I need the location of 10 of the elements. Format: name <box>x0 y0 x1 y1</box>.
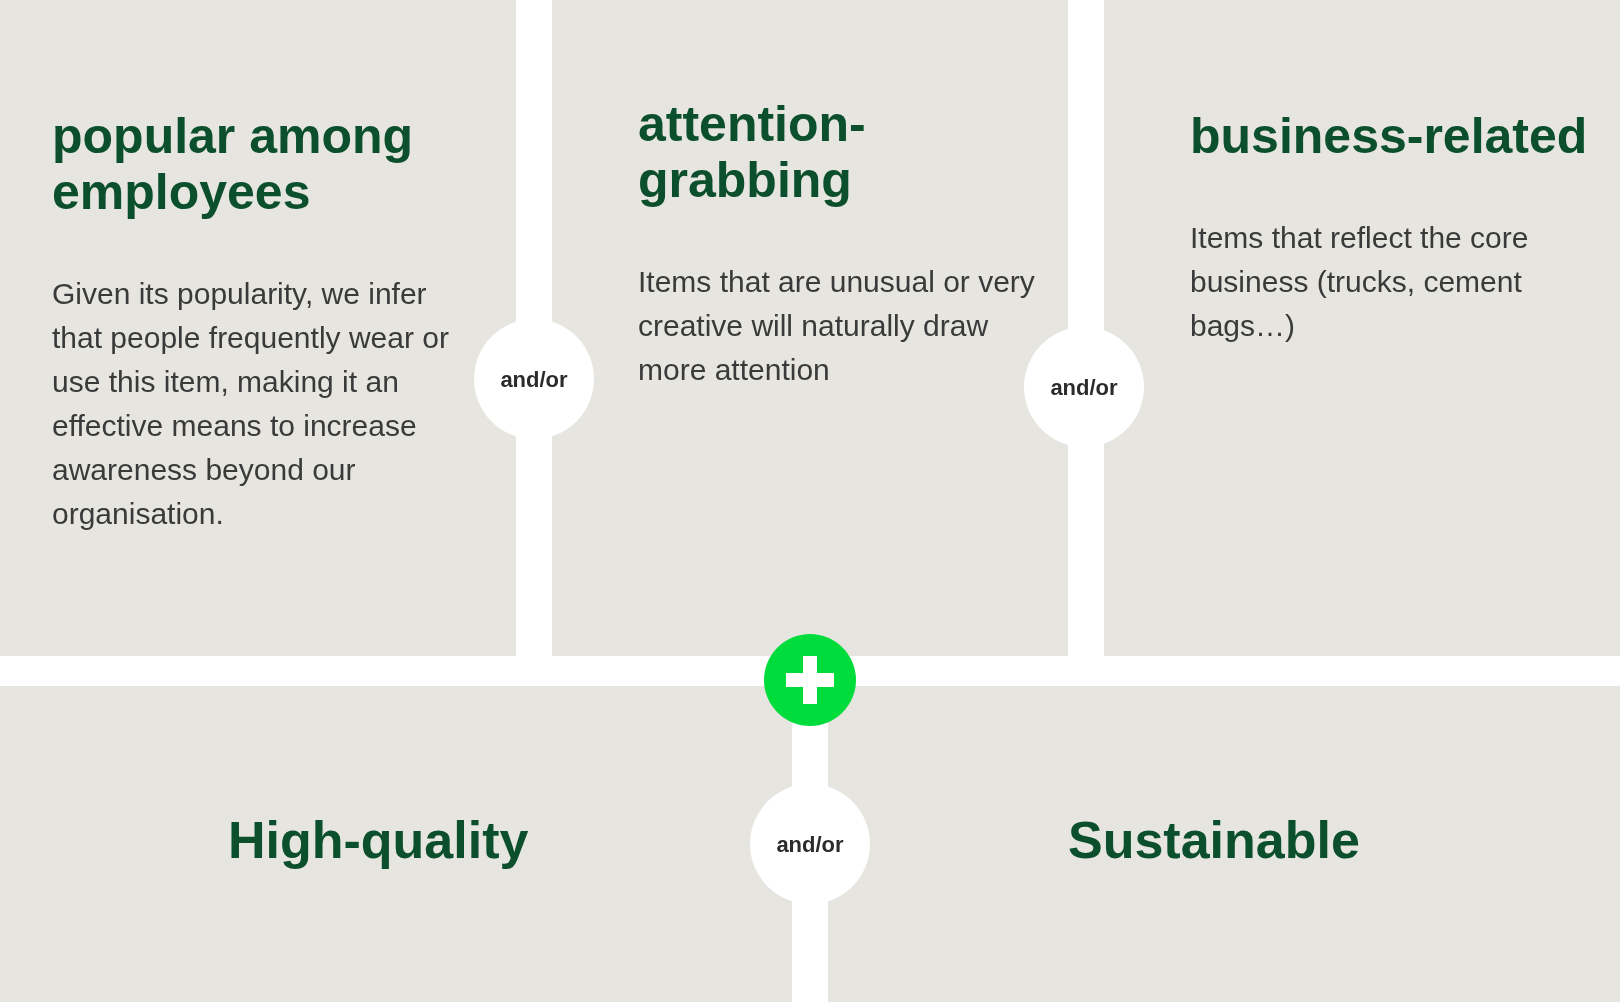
panel-heading: Sustainable <box>1068 810 1361 870</box>
panel-description: Items that reflect the core business (trucks, cement bags…) <box>1190 220 1530 344</box>
panel-description: Given its popularity, we infer that people frequently wear or use this item, making it an effective means to increase awareness beyond our organisation. <box>52 276 450 532</box>
panel-heading: attention-grabbing <box>638 96 867 208</box>
panel-heading: business-related <box>1190 108 1589 164</box>
panel-heading: popular among employees <box>52 108 415 220</box>
circle-label: and/or <box>1050 373 1118 402</box>
circle-label: and/or <box>500 365 568 394</box>
circle-label: and/or <box>776 830 844 859</box>
panel-description: Items that are unusual or very creative will naturally draw more attention <box>638 264 1036 388</box>
